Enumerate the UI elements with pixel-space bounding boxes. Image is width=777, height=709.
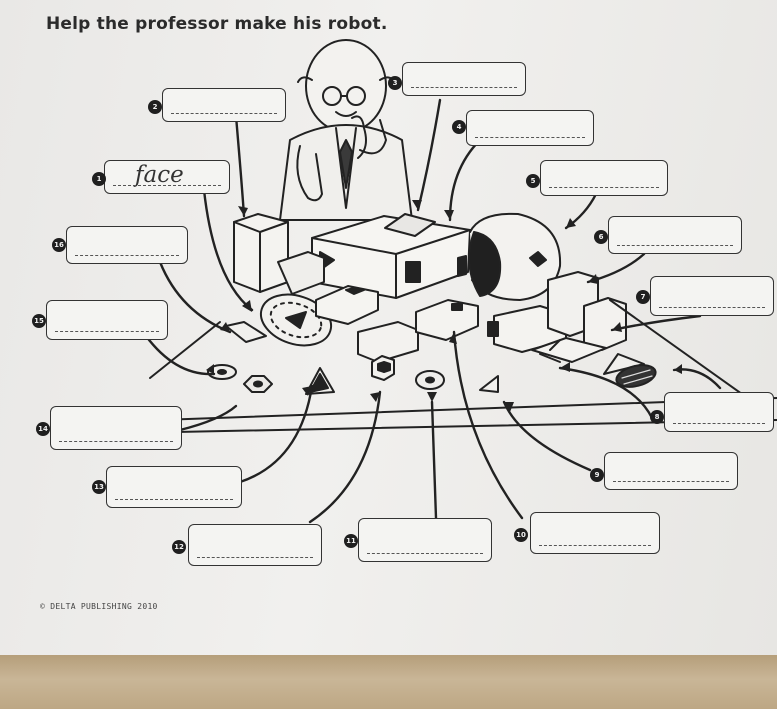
number-marker-1: 1 xyxy=(92,172,106,186)
answer-box-12[interactable] xyxy=(188,524,322,566)
answer-box-7[interactable] xyxy=(650,276,774,316)
table-surface xyxy=(0,655,777,709)
number-marker-15: 15 xyxy=(32,314,46,328)
number-marker-2: 2 xyxy=(148,100,162,114)
worksheet-title: Help the professor make his robot. xyxy=(46,14,388,34)
answer-box-5[interactable] xyxy=(540,160,668,196)
answer-box-11[interactable] xyxy=(358,518,492,562)
number-marker-4: 4 xyxy=(452,120,466,134)
number-marker-10: 10 xyxy=(514,528,528,542)
answer-box-1[interactable]: face xyxy=(104,160,230,194)
number-marker-13: 13 xyxy=(92,480,106,494)
answer-box-16[interactable] xyxy=(66,226,188,264)
number-marker-14: 14 xyxy=(36,422,50,436)
answer-box-10[interactable] xyxy=(530,512,660,554)
answer-box-9[interactable] xyxy=(604,452,738,490)
answer-box-15[interactable] xyxy=(46,300,168,340)
answer-box-6[interactable] xyxy=(608,216,742,254)
number-marker-6: 6 xyxy=(594,230,608,244)
answer-box-2[interactable] xyxy=(162,88,286,122)
answer-box-8[interactable] xyxy=(664,392,774,432)
number-marker-3: 3 xyxy=(388,76,402,90)
copyright-notice: © DELTA PUBLISHING 2010 xyxy=(40,602,158,611)
number-marker-11: 11 xyxy=(344,534,358,548)
number-marker-8: 8 xyxy=(650,410,664,424)
number-marker-9: 9 xyxy=(590,468,604,482)
answer-box-3[interactable] xyxy=(402,62,526,96)
number-marker-12: 12 xyxy=(172,540,186,554)
answer-box-13[interactable] xyxy=(106,466,242,508)
number-marker-5: 5 xyxy=(526,174,540,188)
answer-box-14[interactable] xyxy=(50,406,182,450)
answer-text-1: face xyxy=(135,162,184,188)
number-marker-16: 16 xyxy=(52,238,66,252)
number-marker-7: 7 xyxy=(636,290,650,304)
answer-box-4[interactable] xyxy=(466,110,594,146)
